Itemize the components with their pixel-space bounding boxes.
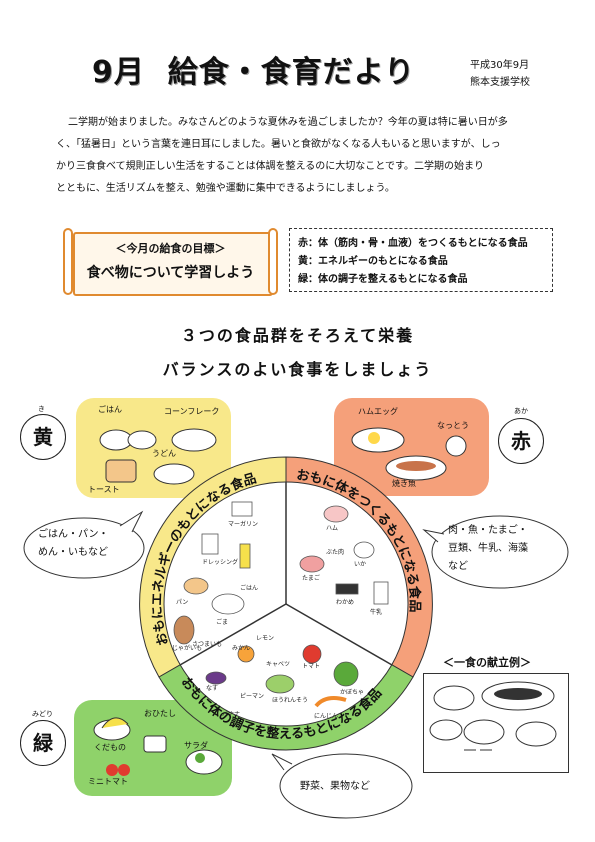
wheel-item-label: たまご bbox=[302, 574, 320, 582]
title-month: 9月 bbox=[92, 55, 145, 90]
intro-paragraph: 二学期が始まりました。みなさんどのような夏休みを過ごしましたか？今年の夏は特に暑… bbox=[56, 112, 548, 200]
goal-label: ＜今月の給食の目標＞ bbox=[115, 242, 226, 255]
wheel-item-label: いか bbox=[354, 561, 366, 568]
wheel-item-label: かぼちゃ bbox=[340, 689, 364, 696]
scroll-paper bbox=[73, 232, 273, 296]
red-group-label: 赤 bbox=[498, 418, 544, 464]
school-name: 熊本支援学校 bbox=[470, 77, 530, 88]
wheel-item-label: レモン bbox=[256, 635, 274, 642]
yellow-group-box: ごはん コーンフレーク うどん トースト bbox=[76, 398, 231, 498]
wheel-item-label: じゃがいも bbox=[172, 644, 202, 652]
wheel-item-label: ピーマン bbox=[240, 693, 264, 700]
food-label: ごはん bbox=[98, 405, 122, 414]
wheel-item-label: ごま bbox=[216, 618, 228, 626]
intro-line: かり三食食べて規則正しい生活をすることは体調を整えるのに大切なことです。二学期の… bbox=[56, 161, 484, 172]
food-label: 焼き魚 bbox=[392, 479, 416, 488]
page-title: 9月 給食・食育だより bbox=[92, 47, 415, 91]
food-label: コーンフレーク bbox=[164, 407, 220, 416]
group-char: 緑 bbox=[33, 731, 53, 755]
issue-date: 平成30年9月 bbox=[470, 60, 530, 71]
food-group-legend: 赤：体（筋肉・骨・血液）をつくるもとになる食品 黄：エネルギーのもとになる食品 … bbox=[289, 228, 553, 292]
title-main: 給食・食育だより bbox=[167, 55, 416, 90]
food-label: ミニトマト bbox=[88, 777, 128, 786]
green-speech-bubble bbox=[271, 753, 413, 819]
wheel-item-label: なす bbox=[206, 685, 218, 692]
intro-line: く、「猛暑日」という言葉を連日耳にしました。暑いと食欲がなくなる人もいると思いま… bbox=[56, 139, 501, 150]
red-group-box: ハムエッグ なっとう 焼き魚 bbox=[334, 398, 489, 496]
yellow-speech-bubble bbox=[23, 510, 145, 579]
group-char: 黄 bbox=[33, 425, 53, 449]
green-food-illustrations bbox=[93, 717, 223, 776]
wheel-item-label: ぶた肉 bbox=[326, 548, 344, 556]
bubble-line: ごはん・パン・ bbox=[38, 529, 109, 540]
food-label: なっとう bbox=[437, 421, 469, 430]
bubble-line: めん・いもなど bbox=[38, 547, 108, 558]
wheel-item-label: ごはん bbox=[240, 584, 258, 592]
wheel-item-label: ほうれんそう bbox=[272, 697, 308, 704]
group-char: 赤 bbox=[511, 429, 531, 453]
legend-yellow: 黄：エネルギーのもとになる食品 bbox=[298, 256, 448, 267]
ruby-text: あか bbox=[514, 407, 528, 415]
wheel-item-label: わかめ bbox=[336, 599, 354, 606]
food-group-wheel: おもにエネルギーのもとになる食品 おもに体をつくるもとになる食品 おもに体の調子… bbox=[139, 456, 433, 751]
wheel-item-label: 牛乳 bbox=[370, 608, 382, 616]
legend-green: 緑：体の調子を整えるもとになる食品 bbox=[298, 274, 468, 285]
legend-red: 赤：体（筋肉・骨・血液）をつくるもとになる食品 bbox=[298, 238, 528, 249]
scroll-roll-left bbox=[63, 228, 73, 295]
food-label: おひたし bbox=[144, 709, 176, 718]
scroll-roll-right bbox=[268, 228, 278, 295]
goal-text: 食べ物について学習しよう bbox=[86, 265, 255, 281]
red-speech-bubble bbox=[422, 515, 569, 589]
yellow-group-label: 黄 bbox=[20, 414, 66, 460]
heading-three-groups: ３つの食品群をそろえて栄養 bbox=[180, 326, 415, 345]
wheel-item-label: バナナ bbox=[222, 711, 240, 718]
wheel-item-label: ハム bbox=[326, 525, 338, 532]
food-label: トースト bbox=[88, 485, 120, 494]
wheel-item-label: さつまいも bbox=[192, 641, 222, 648]
wheel-item-label: トマト bbox=[302, 663, 320, 670]
heading-balanced-meal: バランスのよい食事をしましょう bbox=[162, 360, 433, 379]
menu-example-box bbox=[423, 673, 569, 773]
food-label: ハムエッグ bbox=[358, 407, 398, 416]
green-group-label: 緑 bbox=[20, 720, 66, 766]
bubble-line: など bbox=[448, 561, 468, 572]
bubble-line: 肉・魚・たまご・ bbox=[448, 525, 528, 536]
wheel-item-label: パン bbox=[176, 599, 188, 606]
menu-example-title: ＜一食の献立例＞ bbox=[443, 656, 531, 669]
wheel-item-label: みかん bbox=[232, 645, 250, 652]
ruby-text: みどり bbox=[32, 710, 53, 718]
intro-line: 二学期が始まりました。みなさんどのような夏休みを過ごしましたか？今年の夏は特に暑… bbox=[68, 117, 508, 128]
food-label: くだもの bbox=[94, 743, 126, 752]
wheel-item-label: ドレッシング bbox=[202, 558, 238, 566]
bubble-line: 豆類、牛乳、海藻 bbox=[448, 543, 528, 554]
yellow-bubble-text: ごはん・パン・ めん・いもなど bbox=[38, 526, 109, 562]
intro-line: とともに、生活リズムを整え、勉強や運動に集中できるようにしましょう。 bbox=[56, 183, 395, 194]
green-bubble-text: 野菜、果物など bbox=[300, 781, 370, 792]
food-label: サラダ bbox=[184, 741, 208, 750]
yellow-food-illustrations bbox=[99, 428, 217, 485]
meal-tray-illustration bbox=[429, 681, 557, 751]
food-label: うどん bbox=[152, 449, 176, 458]
wheel-item-label: キャベツ bbox=[266, 661, 290, 668]
wheel-item-label: にんじん bbox=[314, 713, 338, 720]
red-bubble-text: 肉・魚・たまご・ 豆類、牛乳、海藻 など bbox=[448, 522, 528, 576]
monthly-goal-scroll: ＜今月の給食の目標＞ 食べ物について学習しよう bbox=[63, 228, 278, 296]
ruby-text: き bbox=[38, 405, 45, 413]
red-food-illustrations bbox=[351, 427, 467, 481]
wheel-item-label: マーガリン bbox=[228, 520, 258, 528]
